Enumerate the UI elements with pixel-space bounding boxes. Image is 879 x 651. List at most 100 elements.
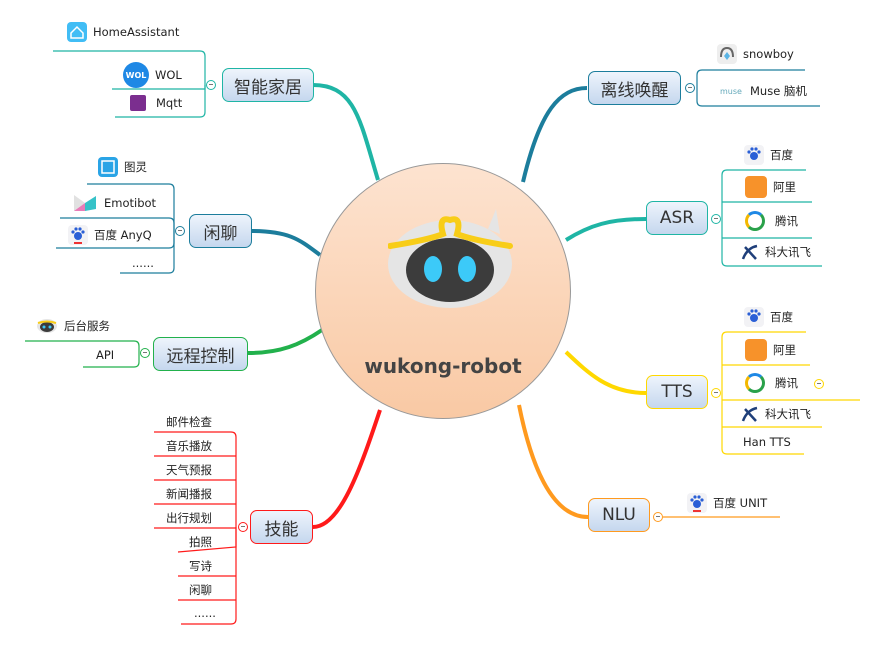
wukong-robot-icon	[36, 316, 58, 336]
topic-chat[interactable]: 闲聊	[189, 214, 252, 248]
snowboy-icon	[717, 44, 737, 64]
leaf-home-assistant[interactable]: HomeAssistant	[67, 22, 179, 42]
collapse-toggle[interactable]	[206, 80, 216, 90]
collapse-toggle[interactable]	[653, 512, 663, 522]
baidu-icon	[687, 493, 707, 513]
leaf-label: 腾讯	[775, 214, 798, 228]
leaf-baidu-unit[interactable]: 百度 UNIT	[687, 493, 767, 513]
collapse-toggle[interactable]	[711, 214, 721, 224]
leaf-label: 百度 UNIT	[713, 496, 768, 510]
leaf-skill[interactable]: ......	[194, 606, 216, 620]
collapse-toggle[interactable]	[175, 226, 185, 236]
leaf-label: Han TTS	[743, 435, 791, 449]
leaf-skill[interactable]: 天气预报	[166, 462, 212, 478]
leaf-tts-aliyun[interactable]: 阿里	[745, 339, 796, 361]
leaf-tts-tencent[interactable]: 腾讯	[745, 373, 798, 393]
topic-label: 技能	[264, 519, 299, 540]
leaf-label: snowboy	[743, 47, 794, 61]
topic-label: 闲聊	[203, 223, 238, 244]
leaf-label: 科大讯飞	[765, 245, 811, 259]
link-remote	[247, 328, 324, 355]
baidu-icon	[68, 225, 88, 245]
topic-skills[interactable]: 技能	[250, 510, 313, 544]
link-smart-home	[312, 83, 380, 181]
leaf-skill[interactable]: 邮件检查	[166, 414, 212, 430]
collapse-toggle[interactable]	[685, 83, 695, 93]
wol-icon: WOL	[123, 62, 149, 88]
iflytek-icon	[741, 244, 759, 260]
leaf-skill[interactable]: 音乐播放	[166, 438, 212, 454]
topic-label: 远程控制	[166, 346, 235, 367]
tencent-icon	[745, 211, 765, 231]
topic-remote-control[interactable]: 远程控制	[153, 337, 248, 371]
leaf-api[interactable]: API	[96, 348, 114, 362]
leaf-label: Muse 脑机	[750, 84, 807, 98]
leaf-label: 百度	[770, 148, 793, 162]
leaf-skill[interactable]: 闲聊	[189, 582, 212, 598]
leaf-skill[interactable]: 新闻播报	[166, 486, 212, 502]
leaf-more[interactable]: ......	[132, 256, 154, 270]
leaf-baidu-anyq[interactable]: 百度 AnyQ	[68, 225, 152, 245]
leaf-label: 阿里	[773, 343, 796, 357]
leaf-label: 出行规划	[166, 511, 212, 525]
leaf-label: API	[96, 348, 115, 362]
leaf-label: HomeAssistant	[93, 25, 180, 39]
leaf-snowboy[interactable]: snowboy	[717, 44, 794, 64]
leaf-label: 阿里	[773, 180, 796, 194]
leaf-label: Mqtt	[156, 96, 183, 110]
root-node[interactable]: wukong-robot	[315, 163, 571, 419]
topic-asr[interactable]: ASR	[646, 201, 708, 235]
leaf-asr-iflytek[interactable]: 科大讯飞	[741, 244, 811, 260]
leaf-tts-iflytek[interactable]: 科大讯飞	[741, 406, 811, 422]
root-title: wukong-robot	[364, 354, 522, 378]
leaf-label: 百度	[770, 310, 793, 324]
leaf-label: 写诗	[189, 559, 212, 573]
topic-tts[interactable]: TTS	[646, 375, 708, 409]
leaf-han-tts[interactable]: Han TTS	[743, 435, 791, 449]
tencent-icon	[745, 373, 765, 393]
leaf-label: 音乐播放	[166, 439, 212, 453]
leaf-asr-tencent[interactable]: 腾讯	[745, 211, 798, 231]
baidu-icon	[744, 307, 764, 327]
iflytek-icon	[741, 406, 759, 422]
collapse-toggle[interactable]	[814, 379, 824, 389]
link-chat	[250, 229, 322, 257]
aliyun-icon	[745, 176, 767, 198]
topic-smart-home[interactable]: 智能家居	[222, 68, 314, 102]
leaf-label: Emotibot	[104, 196, 157, 210]
collapse-toggle[interactable]	[711, 388, 721, 398]
collapse-toggle[interactable]	[140, 348, 150, 358]
leaf-label: WOL	[155, 68, 182, 82]
home-assistant-icon	[67, 22, 87, 42]
topic-nlu[interactable]: NLU	[588, 498, 650, 532]
topic-label: TTS	[661, 382, 693, 402]
link-nlu	[517, 404, 589, 519]
leaf-label: ......	[132, 256, 154, 270]
leaf-tts-baidu[interactable]: 百度	[744, 307, 793, 327]
leaf-emotibot[interactable]: Emotibot	[72, 193, 156, 213]
collapse-toggle[interactable]	[238, 522, 248, 532]
leaf-asr-aliyun[interactable]: 阿里	[745, 176, 796, 198]
topic-offline-wake[interactable]: 离线唤醒	[588, 71, 681, 105]
emotibot-icon	[72, 193, 98, 213]
topic-label: 智能家居	[234, 77, 302, 98]
leaf-skill[interactable]: 出行规划	[166, 510, 212, 526]
leaf-muse[interactable]: muse Muse 脑机	[720, 83, 807, 99]
wukong-robot-icon	[387, 204, 518, 318]
leaf-wol[interactable]: WOL WOL	[123, 62, 182, 88]
leaf-label: 百度 AnyQ	[94, 228, 152, 242]
leaf-label: 拍照	[189, 535, 212, 549]
link-asr	[564, 217, 647, 242]
leaf-tuling[interactable]: 图灵	[98, 157, 147, 177]
link-skills	[312, 409, 382, 529]
leaf-skill[interactable]: 写诗	[189, 558, 212, 574]
leaf-label: 天气预报	[166, 463, 212, 477]
leaf-mqtt[interactable]: Mqtt	[130, 95, 182, 111]
topic-label: NLU	[602, 505, 636, 525]
link-wake	[521, 86, 588, 183]
leaf-skill[interactable]: 拍照	[189, 534, 212, 550]
leaf-backend-service[interactable]: 后台服务	[36, 316, 110, 336]
aliyun-icon	[745, 339, 767, 361]
leaf-asr-baidu[interactable]: 百度	[744, 145, 793, 165]
